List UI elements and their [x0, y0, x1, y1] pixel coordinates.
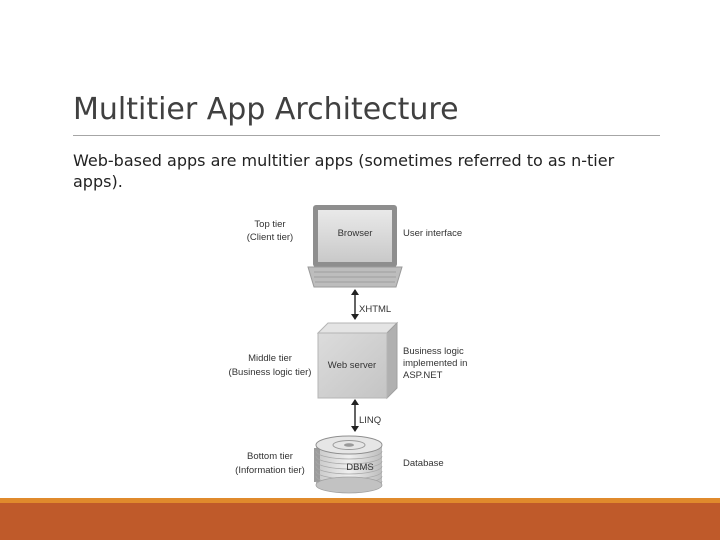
- linq-label: LINQ: [359, 415, 381, 426]
- footer-accent-line: [0, 498, 720, 503]
- bottom-tier-label: Bottom tier: [247, 451, 293, 462]
- web-server-label: Web server: [328, 360, 376, 371]
- browser-label: Browser: [338, 228, 373, 239]
- database-label: Database: [403, 458, 444, 469]
- slide-title: Multitier App Architecture: [73, 92, 459, 127]
- user-interface-label: User interface: [403, 228, 462, 239]
- top-tier-label: Top tier: [254, 219, 285, 230]
- double-arrow-icon: [351, 289, 359, 320]
- slide-body-text: Web-based apps are multitier apps (somet…: [73, 151, 615, 191]
- title-divider: [73, 135, 660, 136]
- multitier-diagram: Top tier (Client tier) Browser User inte…: [229, 205, 467, 494]
- laptop-icon: [307, 205, 403, 288]
- business-logic-label: Business logic: [403, 346, 464, 357]
- middle-tier-sublabel: (Business logic tier): [229, 367, 312, 378]
- footer-bar: [0, 503, 720, 540]
- bottom-tier-sublabel: (Information tier): [235, 465, 305, 476]
- aspnet-label: ASP.NET: [403, 370, 443, 381]
- top-tier-sublabel: (Client tier): [247, 232, 293, 243]
- xhtml-label: XHTML: [359, 304, 391, 315]
- implemented-in-label: implemented in: [403, 358, 467, 369]
- dbms-label: DBMS: [346, 462, 373, 473]
- server-box-icon: [316, 321, 399, 400]
- middle-tier-label: Middle tier: [248, 353, 292, 364]
- double-arrow-icon: [351, 399, 359, 432]
- database-disk-icon: [314, 435, 383, 494]
